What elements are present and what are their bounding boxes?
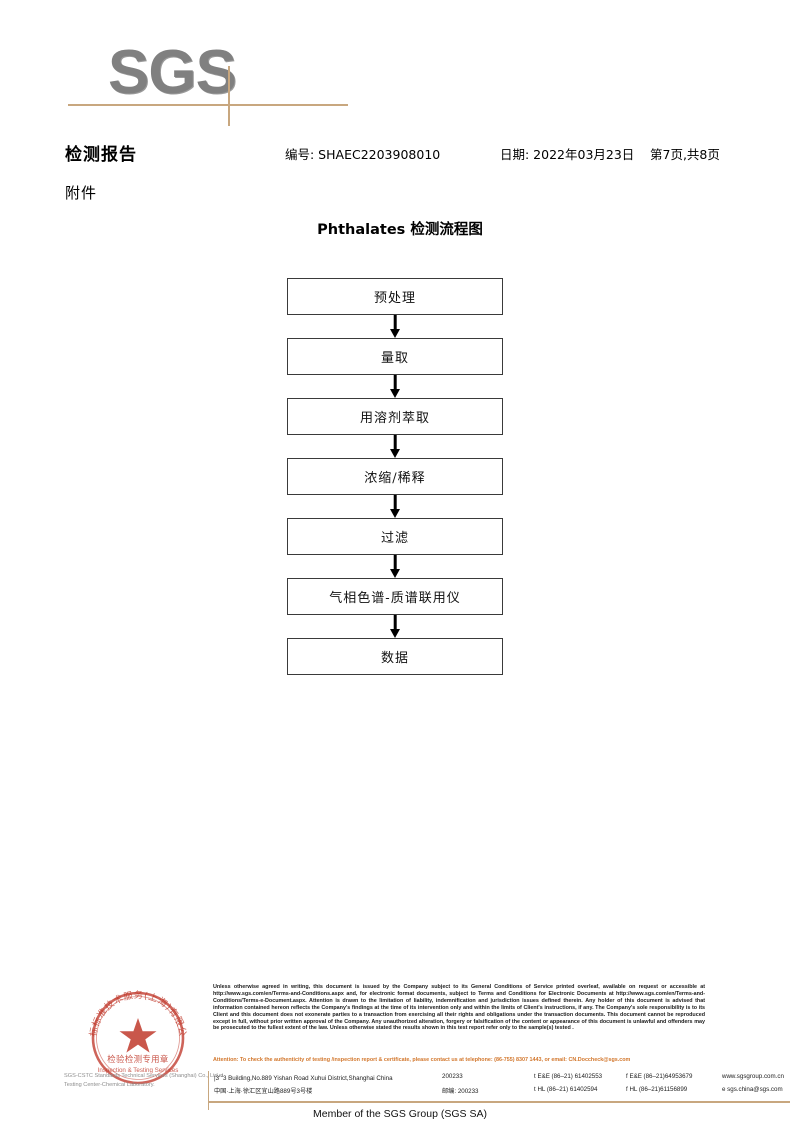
attention-notice: Attention: To check the authenticity of …	[213, 1057, 631, 1063]
tel-en-1: t E&E (86–21) 61402553	[534, 1073, 603, 1080]
footer-rule	[208, 1101, 790, 1103]
seal-grey-line-2: Testing Center-Chemical Laboratory.	[64, 1082, 155, 1088]
report-header: 检测报告 编号: SHAEC2203908010 日期: 2022年03月23日…	[0, 140, 800, 168]
footer-address-block: |3rd3 Building,No.889 Yishan Road Xuhui …	[208, 1071, 794, 1101]
address-ordinal-suffix: rd	[219, 1073, 223, 1078]
flowchart: 预处理 量取 用溶剂萃取 浓缩/稀释 过滤 气相色谱-质谱联用仪 数据	[287, 278, 503, 675]
page-title: 检测报告	[65, 145, 137, 165]
flow-arrow-3	[287, 435, 503, 458]
report-date: 日期: 2022年03月23日	[500, 147, 635, 162]
flow-step-6: 气相色谱-质谱联用仪	[287, 578, 503, 615]
logo-vertical-tick	[228, 66, 230, 126]
tel-cn-1: t HL (86–21) 61402594	[534, 1086, 598, 1093]
sgs-logo: SGS	[68, 38, 368, 126]
address-divider	[208, 1071, 210, 1101]
flow-step-7: 数据	[287, 638, 503, 675]
address-row-cn: 中国·上海·徐汇区宜山路889号3号楼 邮编: 200233 t HL (86–…	[214, 1086, 794, 1099]
seal-stamp-icon: 通标标准技术服务(上海)有限公司 检验检测专用章 Inspection & Te…	[82, 982, 187, 1085]
tel-en-2: f E&E (86–21)64953679	[626, 1073, 693, 1080]
flow-arrow-2	[287, 375, 503, 398]
tel-cn-2: f HL (86–21)61156899	[626, 1086, 688, 1093]
legal-disclaimer: Unless otherwise agreed in writing, this…	[213, 984, 705, 1032]
seal-grey-line-1: SGS-CSTC Standards Technical Services (S…	[64, 1073, 220, 1079]
flow-step-4: 浓缩/稀释	[287, 458, 503, 495]
zip-cn: 邮编: 200233	[442, 1088, 479, 1095]
flowchart-title: Phthalates 检测流程图	[317, 222, 483, 238]
member-line: Member of the SGS Group (SGS SA)	[313, 1108, 487, 1120]
flow-arrow-1	[287, 315, 503, 338]
email-address[interactable]: e sgs.china@sgs.com	[722, 1086, 783, 1093]
logo-horizontal-rule	[68, 104, 348, 106]
flow-step-1: 预处理	[287, 278, 503, 315]
website-url[interactable]: www.sgsgroup.com.cn	[722, 1073, 784, 1080]
flow-arrow-5	[287, 555, 503, 578]
flow-arrow-4	[287, 495, 503, 518]
flow-step-3: 用溶剂萃取	[287, 398, 503, 435]
address-en-text: 3 Building,No.889 Yishan Road Xuhui Dist…	[222, 1075, 393, 1083]
attachment-label: 附件	[65, 184, 98, 202]
address-row-en: |3rd3 Building,No.889 Yishan Road Xuhui …	[214, 1073, 794, 1086]
zip-en: 200233	[442, 1073, 463, 1080]
seal-company-text: SGS-CSTC Standards Technical Services (S…	[64, 1072, 234, 1090]
sgs-logo-text: SGS	[108, 38, 237, 107]
flow-step-5: 过滤	[287, 518, 503, 555]
footer-rule-tick	[208, 1101, 210, 1110]
address-en: |3rd3 Building,No.889 Yishan Road Xuhui …	[214, 1073, 393, 1083]
report-number: 编号: SHAEC2203908010	[285, 147, 441, 162]
company-seal: 通标标准技术服务(上海)有限公司 检验检测专用章 Inspection & Te…	[64, 982, 219, 1094]
flow-arrow-6	[287, 615, 503, 638]
address-cn: 中国·上海·徐汇区宜山路889号3号楼	[214, 1088, 313, 1095]
svg-text:检验检测专用章: 检验检测专用章	[107, 1054, 168, 1064]
svg-text:Inspection & Testing Services: Inspection & Testing Services	[98, 1067, 179, 1074]
flow-step-2: 量取	[287, 338, 503, 375]
page-number: 第7页,共8页	[650, 147, 720, 162]
